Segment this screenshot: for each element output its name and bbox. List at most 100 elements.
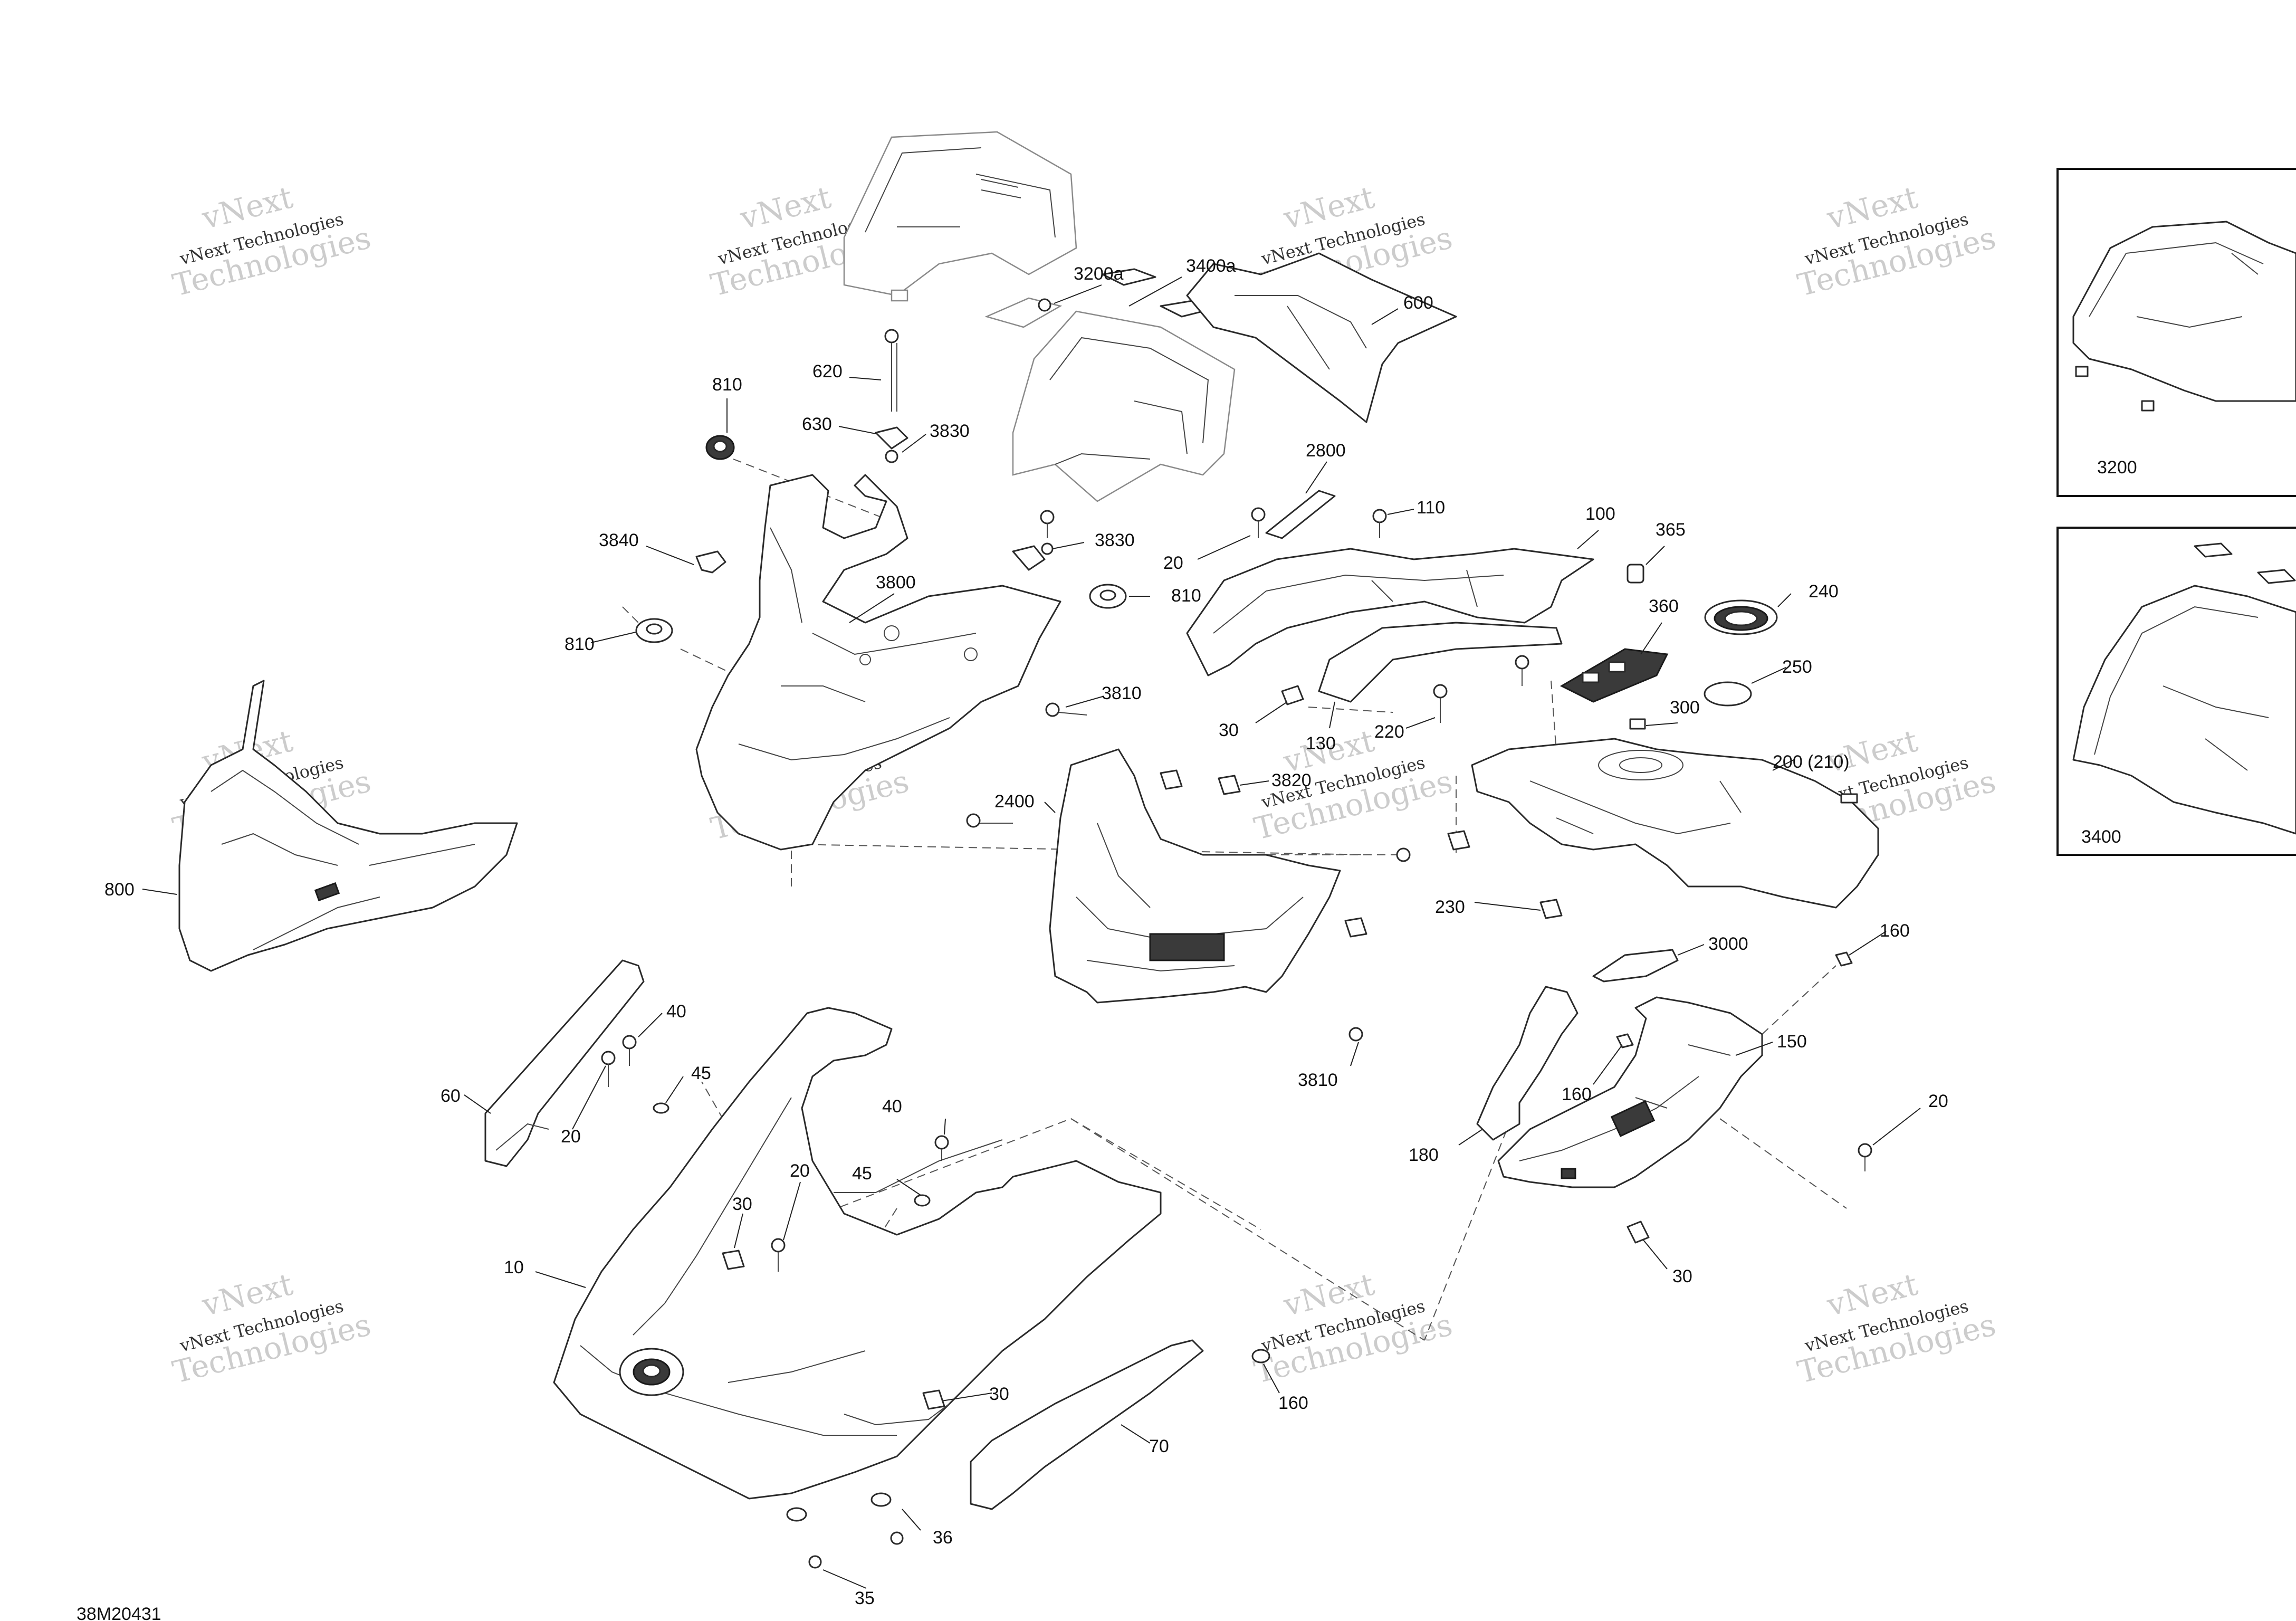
inset-3200-label: 3200 xyxy=(2097,457,2137,478)
part-30-nut-d xyxy=(1627,1220,1650,1244)
part-30-nut-b xyxy=(722,1250,745,1270)
callout-810-b: 810 xyxy=(1171,586,1201,606)
inset-3200-box: 3200 xyxy=(2056,168,2296,497)
part-630-clip xyxy=(875,426,908,450)
callout-3840: 3840 xyxy=(599,530,639,550)
callout-20-d: 20 xyxy=(790,1161,810,1181)
part-40-screw-b xyxy=(934,1135,949,1161)
part-70-lower-strip xyxy=(970,1339,1204,1510)
inset-3400-box: 3400 xyxy=(2056,527,2296,856)
part-2400-screw xyxy=(966,813,1013,828)
part-screw-1255 xyxy=(1515,655,1529,686)
part-35-washer xyxy=(786,1507,822,1569)
callout-630: 630 xyxy=(802,414,832,434)
callout-3810-b: 3810 xyxy=(1298,1070,1338,1090)
part-600-top-cover xyxy=(1186,252,1457,423)
callout-3000: 3000 xyxy=(1708,934,1748,954)
part-200-tank-cover xyxy=(1471,738,1879,909)
part-45-washer-a xyxy=(653,1102,669,1114)
part-360-bracket xyxy=(1560,648,1669,703)
callout-3830-a: 3830 xyxy=(930,421,970,441)
part-clip-2560 xyxy=(1344,917,1367,938)
callout-130: 130 xyxy=(1306,733,1336,754)
callout-40-b: 40 xyxy=(882,1096,902,1117)
callout-30-a: 30 xyxy=(1219,720,1239,740)
part-230-nut-a xyxy=(1447,830,1470,851)
part-3800-front-bracket xyxy=(695,474,1061,851)
part-300-clip xyxy=(1629,718,1646,730)
part-36-washer xyxy=(870,1492,904,1545)
part-3840-clip xyxy=(695,550,726,574)
callout-810-c: 810 xyxy=(565,634,595,654)
part-20-screw-a xyxy=(1251,507,1266,538)
part-3830-clip-b xyxy=(1012,542,1054,571)
callout-3820: 3820 xyxy=(1271,770,1312,790)
part-3810-screw-b xyxy=(1348,1027,1363,1042)
callout-100: 100 xyxy=(1585,504,1615,524)
part-240-filler-ring xyxy=(1704,599,1778,635)
callout-800: 800 xyxy=(104,880,135,900)
callout-2400: 2400 xyxy=(994,792,1035,812)
part-150-lower-side-panel xyxy=(1497,996,1763,1188)
callout-70: 70 xyxy=(1149,1436,1169,1456)
part-620-screw xyxy=(884,329,899,412)
callout-160-b: 160 xyxy=(1562,1084,1592,1104)
part-3820-clip xyxy=(1218,775,1241,795)
part-20-screw-c xyxy=(771,1238,786,1272)
callout-3400a: 3400a xyxy=(1186,256,1236,276)
callout-250: 250 xyxy=(1782,657,1812,677)
part-10-main-fairing xyxy=(553,1007,1162,1500)
callout-110: 110 xyxy=(1417,498,1445,518)
part-2800-pad xyxy=(1265,490,1336,539)
part-160-nut-c xyxy=(1251,1349,1270,1363)
callout-10: 10 xyxy=(504,1257,524,1277)
part-3830-nut-a xyxy=(885,450,898,463)
callout-240: 240 xyxy=(1809,581,1839,602)
callout-620: 620 xyxy=(812,361,843,382)
figure-code: 38M20431 xyxy=(76,1604,161,1621)
part-40-screw-a xyxy=(622,1035,637,1066)
part-130-strip xyxy=(1318,622,1563,703)
part-160-nut-a xyxy=(1835,951,1853,967)
callout-300: 300 xyxy=(1670,698,1700,718)
callout-3800: 3800 xyxy=(876,573,916,593)
part-20-screw-b xyxy=(601,1051,616,1087)
part-30-nut-a xyxy=(1281,685,1304,705)
callout-230: 230 xyxy=(1435,897,1465,917)
part-3200a-clip xyxy=(984,297,1063,328)
part-100-side-panel xyxy=(1186,548,1594,676)
callout-180: 180 xyxy=(1409,1145,1439,1165)
part-810-grommet-c xyxy=(1089,584,1127,609)
part-110-screw xyxy=(1372,509,1387,538)
callout-3200a: 3200a xyxy=(1074,264,1124,284)
part-3810-screw-a xyxy=(1045,702,1087,717)
part-45-washer-b xyxy=(914,1194,931,1207)
callout-35: 35 xyxy=(855,1588,875,1608)
callout-200-210: 200 (210) xyxy=(1773,752,1850,772)
part-30-nut-c xyxy=(922,1389,945,1410)
callout-45-b: 45 xyxy=(852,1164,872,1184)
callout-36: 36 xyxy=(933,1528,953,1548)
callout-2800: 2800 xyxy=(1306,441,1346,461)
callout-220: 220 xyxy=(1374,722,1404,742)
part-2400-front-panel xyxy=(1049,748,1341,1004)
callout-160-c: 160 xyxy=(1278,1393,1308,1413)
callout-360: 360 xyxy=(1649,596,1679,616)
part-365-cap xyxy=(1627,564,1644,584)
callout-labels: 3200a 3400a 600 620 810 630 3830 2800 11… xyxy=(104,256,1948,1608)
callout-45-a: 45 xyxy=(691,1063,711,1083)
part-20-screw-d xyxy=(1858,1143,1872,1171)
callout-150: 150 xyxy=(1777,1032,1807,1052)
callout-3830-b: 3830 xyxy=(1095,530,1135,550)
part-810-grommet-a xyxy=(705,435,735,460)
part-3200a-cover xyxy=(843,131,1077,302)
part-3400a-frame xyxy=(1012,310,1236,502)
callout-365: 365 xyxy=(1656,520,1686,540)
part-220-screw xyxy=(1433,684,1448,723)
